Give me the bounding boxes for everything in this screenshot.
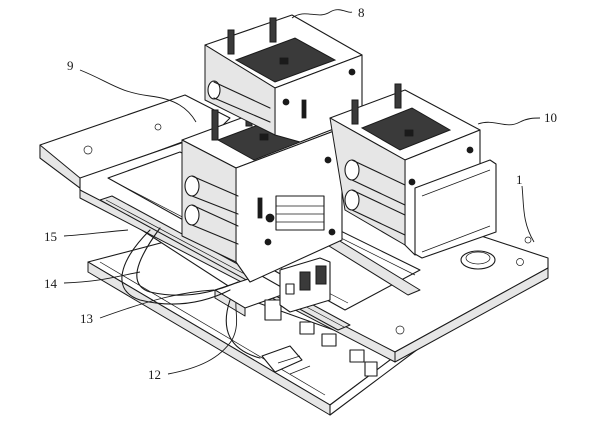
label-8: 8 [358,5,365,20]
cable-harness [121,227,261,359]
module-10 [329,83,497,259]
label-1: 1 [516,172,523,187]
label-15: 15 [44,229,57,244]
module-8 [204,14,363,143]
bracket-12 [261,345,311,375]
lower-carriage [214,257,331,321]
label-14: 14 [44,276,58,291]
label-13: 13 [80,311,93,326]
label-9: 9 [67,58,74,73]
label-10: 10 [544,110,557,125]
leader-lines [63,9,541,375]
label-12: 12 [148,367,161,382]
